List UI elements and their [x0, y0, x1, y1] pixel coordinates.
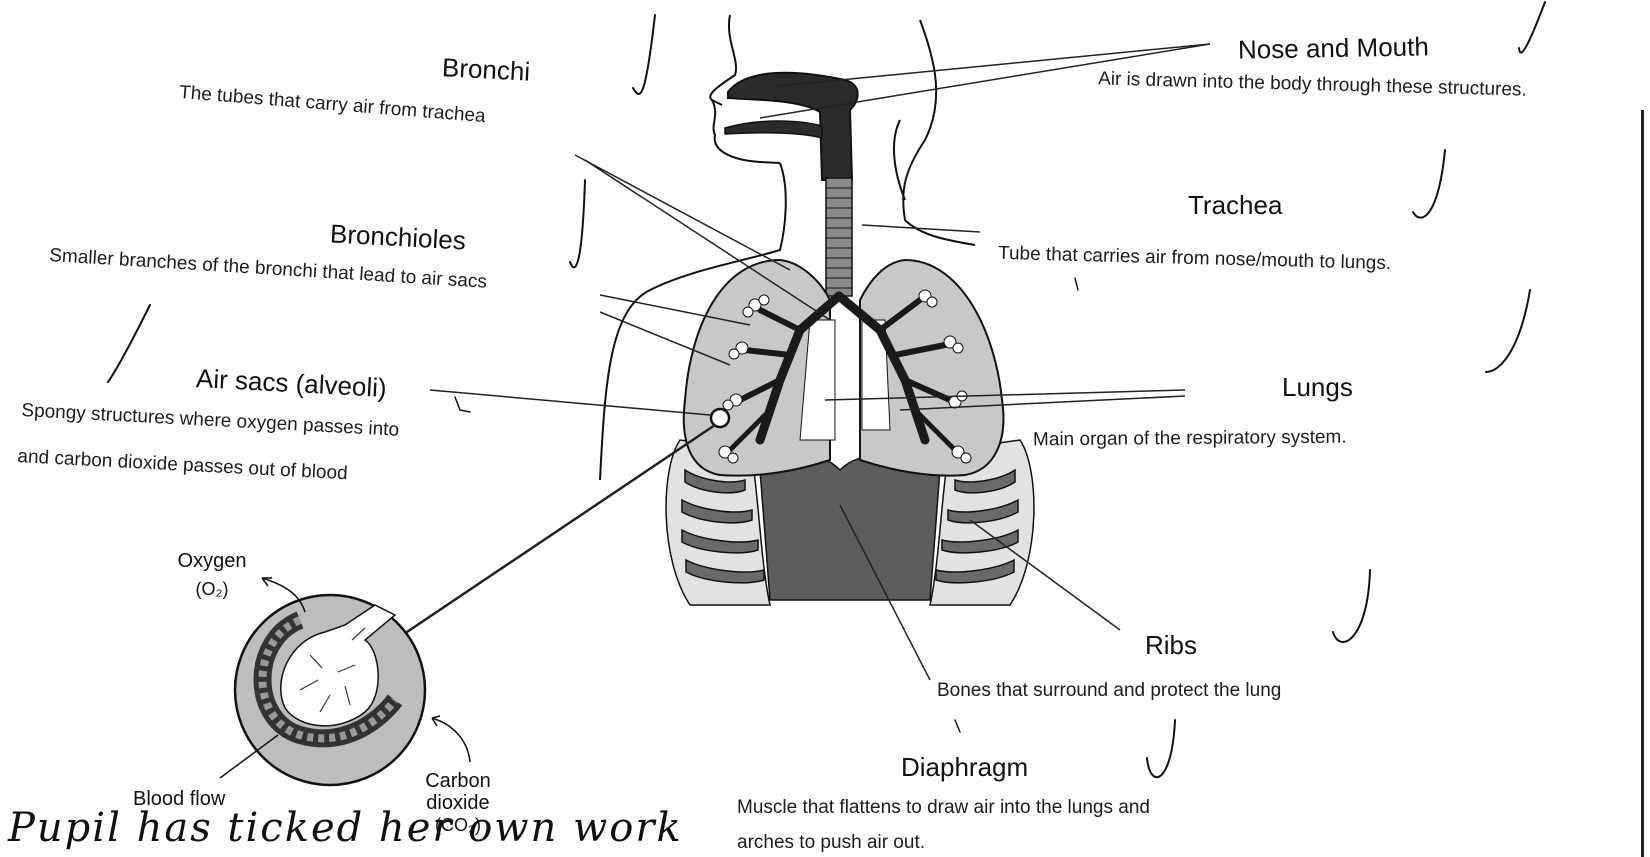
label-diaphragm-title: Diaphragm [901, 752, 1028, 783]
label-diaphragm-desc-line1: Muscle that flattens to draw air into th… [737, 797, 1150, 819]
inset-co2-line1: Carbon [413, 770, 503, 792]
handwritten-note: Pupil has ticked her own work [8, 805, 683, 851]
airway-upper [725, 73, 858, 180]
label-ribs-title: Ribs [1145, 630, 1197, 661]
alveolus-inset [220, 578, 470, 785]
label-trachea-title: Trachea [1188, 190, 1282, 221]
label-nose-mouth-title: Nose and Mouth [1238, 31, 1429, 65]
label-lungs-desc: Main organ of the respiratory system. [1033, 427, 1347, 452]
label-lungs-title: Lungs [1282, 372, 1353, 403]
inset-oxygen-label: Oxygen [166, 550, 258, 572]
page-edge-border [1641, 110, 1644, 857]
diaphragm-shape [760, 455, 940, 600]
label-diaphragm-desc-line2: arches to push air out. [737, 832, 925, 854]
trachea [826, 178, 852, 296]
label-ribs-desc: Bones that surround and protect the lung [937, 680, 1281, 702]
label-bronchi-title: Bronchi [441, 52, 552, 89]
inset-oxygen-formula: (O₂) [176, 578, 248, 600]
